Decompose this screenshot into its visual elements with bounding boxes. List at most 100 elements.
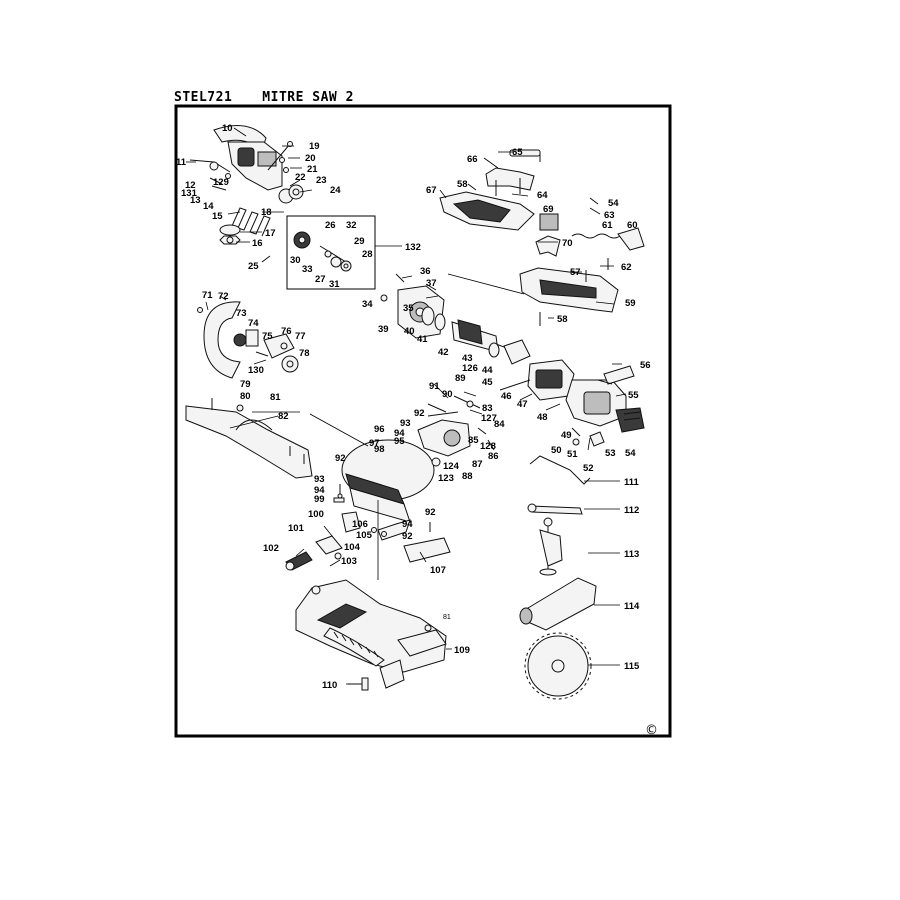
callout-label: 83 xyxy=(482,403,493,414)
callout-label: 56 xyxy=(640,360,651,371)
label-56 xyxy=(603,365,635,385)
turntable-98 xyxy=(341,439,435,523)
callout-label: 61 xyxy=(602,220,613,231)
diagram-frame xyxy=(174,104,672,738)
callout-label: 128 xyxy=(480,441,496,452)
inset-parts xyxy=(293,231,352,272)
callout-label: 45 xyxy=(482,377,493,388)
callout-label: 66 xyxy=(467,154,478,165)
callout-label: 11 xyxy=(176,157,187,168)
callout-label: 130 xyxy=(248,365,264,376)
callout-label: 33 xyxy=(302,264,313,275)
callout-label: 13 xyxy=(190,195,201,206)
lower-guard-72 xyxy=(203,301,241,379)
screw-71 xyxy=(197,307,203,313)
callout-label: 107 xyxy=(430,565,446,576)
motor-cover-59 xyxy=(519,267,619,313)
callout-label: 17 xyxy=(265,228,276,239)
callout-label: 46 xyxy=(501,391,512,402)
guard-lever xyxy=(189,159,231,173)
callout-label: 27 xyxy=(315,274,326,285)
small-screws-55 xyxy=(597,379,613,385)
callout-label: 65 xyxy=(512,147,523,158)
callout-label: 105 xyxy=(356,530,373,541)
guard-parts-73-78 xyxy=(233,329,299,373)
callout-label: 24 xyxy=(330,185,341,196)
screw-19 xyxy=(267,141,293,171)
callout-label: 115 xyxy=(624,661,640,672)
brush-holder-44 xyxy=(503,339,531,365)
callout-label: 64 xyxy=(537,190,548,201)
washers-17-16 xyxy=(219,224,241,245)
shaft-91-89 xyxy=(427,395,481,413)
callout-label: 23 xyxy=(316,175,327,186)
callout-label: 30 xyxy=(290,255,301,266)
callout-label: 53 xyxy=(605,448,616,459)
callout-label: 89 xyxy=(455,373,466,384)
callout-label: 73 xyxy=(236,308,247,319)
callout-label: 103 xyxy=(341,556,357,567)
dust-bag-114 xyxy=(519,577,597,631)
callout-label: 40 xyxy=(404,326,415,337)
gear-housing-39 xyxy=(397,285,445,339)
callout-label: 123 xyxy=(438,473,454,484)
callout-label: 49 xyxy=(561,430,572,441)
callout-label: 102 xyxy=(263,543,279,554)
callout-label: 58 xyxy=(557,314,568,325)
washer-40 xyxy=(421,306,435,326)
callout-label: 67 xyxy=(426,185,437,196)
small-screws-cluster xyxy=(209,173,231,191)
callout-label: 25 xyxy=(248,261,259,272)
callout-label: 101 xyxy=(288,523,305,534)
fence-82 xyxy=(185,398,313,479)
callout-label: 132 xyxy=(405,242,421,253)
model-number: STEL721 xyxy=(174,90,233,105)
callout-label: 39 xyxy=(378,324,389,335)
handle-102 xyxy=(285,551,313,571)
callout-label: 90 xyxy=(442,389,453,400)
bevel-lock-100-106 xyxy=(341,511,411,541)
end-cap-54 xyxy=(615,407,645,433)
callout-label: 55 xyxy=(628,390,639,401)
callout-label: 81 xyxy=(443,614,451,621)
callout-label: 92 xyxy=(402,531,413,542)
callout-label: 47 xyxy=(517,399,528,410)
spring xyxy=(231,207,271,237)
trigger-70 xyxy=(535,235,561,257)
callout-label: 59 xyxy=(625,298,636,309)
callout-label: 42 xyxy=(438,347,449,358)
callout-label: 21 xyxy=(307,164,318,175)
callout-label: 77 xyxy=(295,331,306,342)
callout-label: 75 xyxy=(262,331,273,342)
callout-label: 86 xyxy=(488,451,499,462)
lock-101-104 xyxy=(315,535,343,567)
bolt-110 xyxy=(348,677,369,691)
screws-54-63 xyxy=(589,197,601,215)
handle-assembly xyxy=(439,149,541,231)
callout-label: 100 xyxy=(308,509,324,520)
ring-41 xyxy=(434,313,446,331)
callout-label: 28 xyxy=(362,249,373,260)
callout-label: 79 xyxy=(240,379,251,390)
base-109 xyxy=(295,579,447,689)
small-parts-93-99 xyxy=(333,484,345,503)
callout-label: 62 xyxy=(621,262,632,273)
wrench-112 xyxy=(527,503,583,515)
callout-label: 15 xyxy=(212,211,223,222)
bearing-43 xyxy=(488,342,500,358)
shaft-46 xyxy=(499,379,531,391)
cable-61 xyxy=(571,227,645,251)
screw-25 xyxy=(261,255,271,263)
callout-label: 112 xyxy=(624,505,639,516)
callout-label: 18 xyxy=(261,207,272,218)
callout-label: 48 xyxy=(537,412,548,423)
callout-label: 51 xyxy=(567,449,578,460)
callout-label: 34 xyxy=(362,299,373,310)
callout-label: 14 xyxy=(203,201,214,212)
callout-label: 131 xyxy=(181,188,198,199)
callout-label: 94 xyxy=(394,428,405,439)
brushes-49-53 xyxy=(571,427,605,447)
callout-label: 41 xyxy=(417,334,428,345)
callout-label: 43 xyxy=(462,353,473,364)
